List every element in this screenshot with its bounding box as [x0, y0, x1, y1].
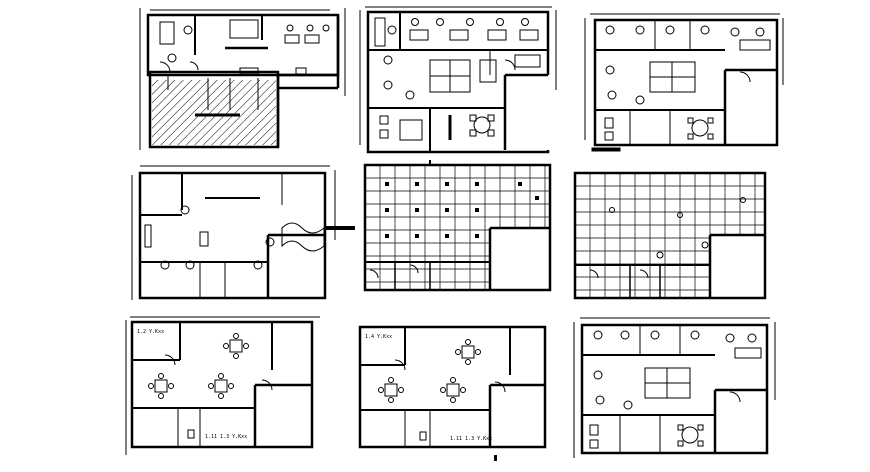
plan-6: [573, 171, 767, 300]
plan-5: [363, 160, 552, 292]
plan-7-label-bottom: 1.11 1.3 Y.Kxx: [205, 434, 247, 440]
plan-3: [584, 13, 784, 152]
plan-8: 1.4 Y.Kxx 1.11 1.3 Y.Kxx: [358, 325, 547, 461]
plan-7-label-top: 1.2 Y.Kxx: [137, 329, 164, 335]
plan-4: [131, 165, 355, 300]
plan-2: [359, 6, 557, 154]
plan-9: [573, 317, 776, 458]
plan-8-label-bottom: 1.11 1.3 Y.Kxx: [450, 436, 492, 442]
plan-7: 1.2 Y.Kxx 1.11 1.3 Y.Kxx: [125, 316, 320, 455]
plan-1: [139, 8, 346, 150]
plan-8-label-top: 1.4 Y.Kxx: [365, 334, 392, 340]
